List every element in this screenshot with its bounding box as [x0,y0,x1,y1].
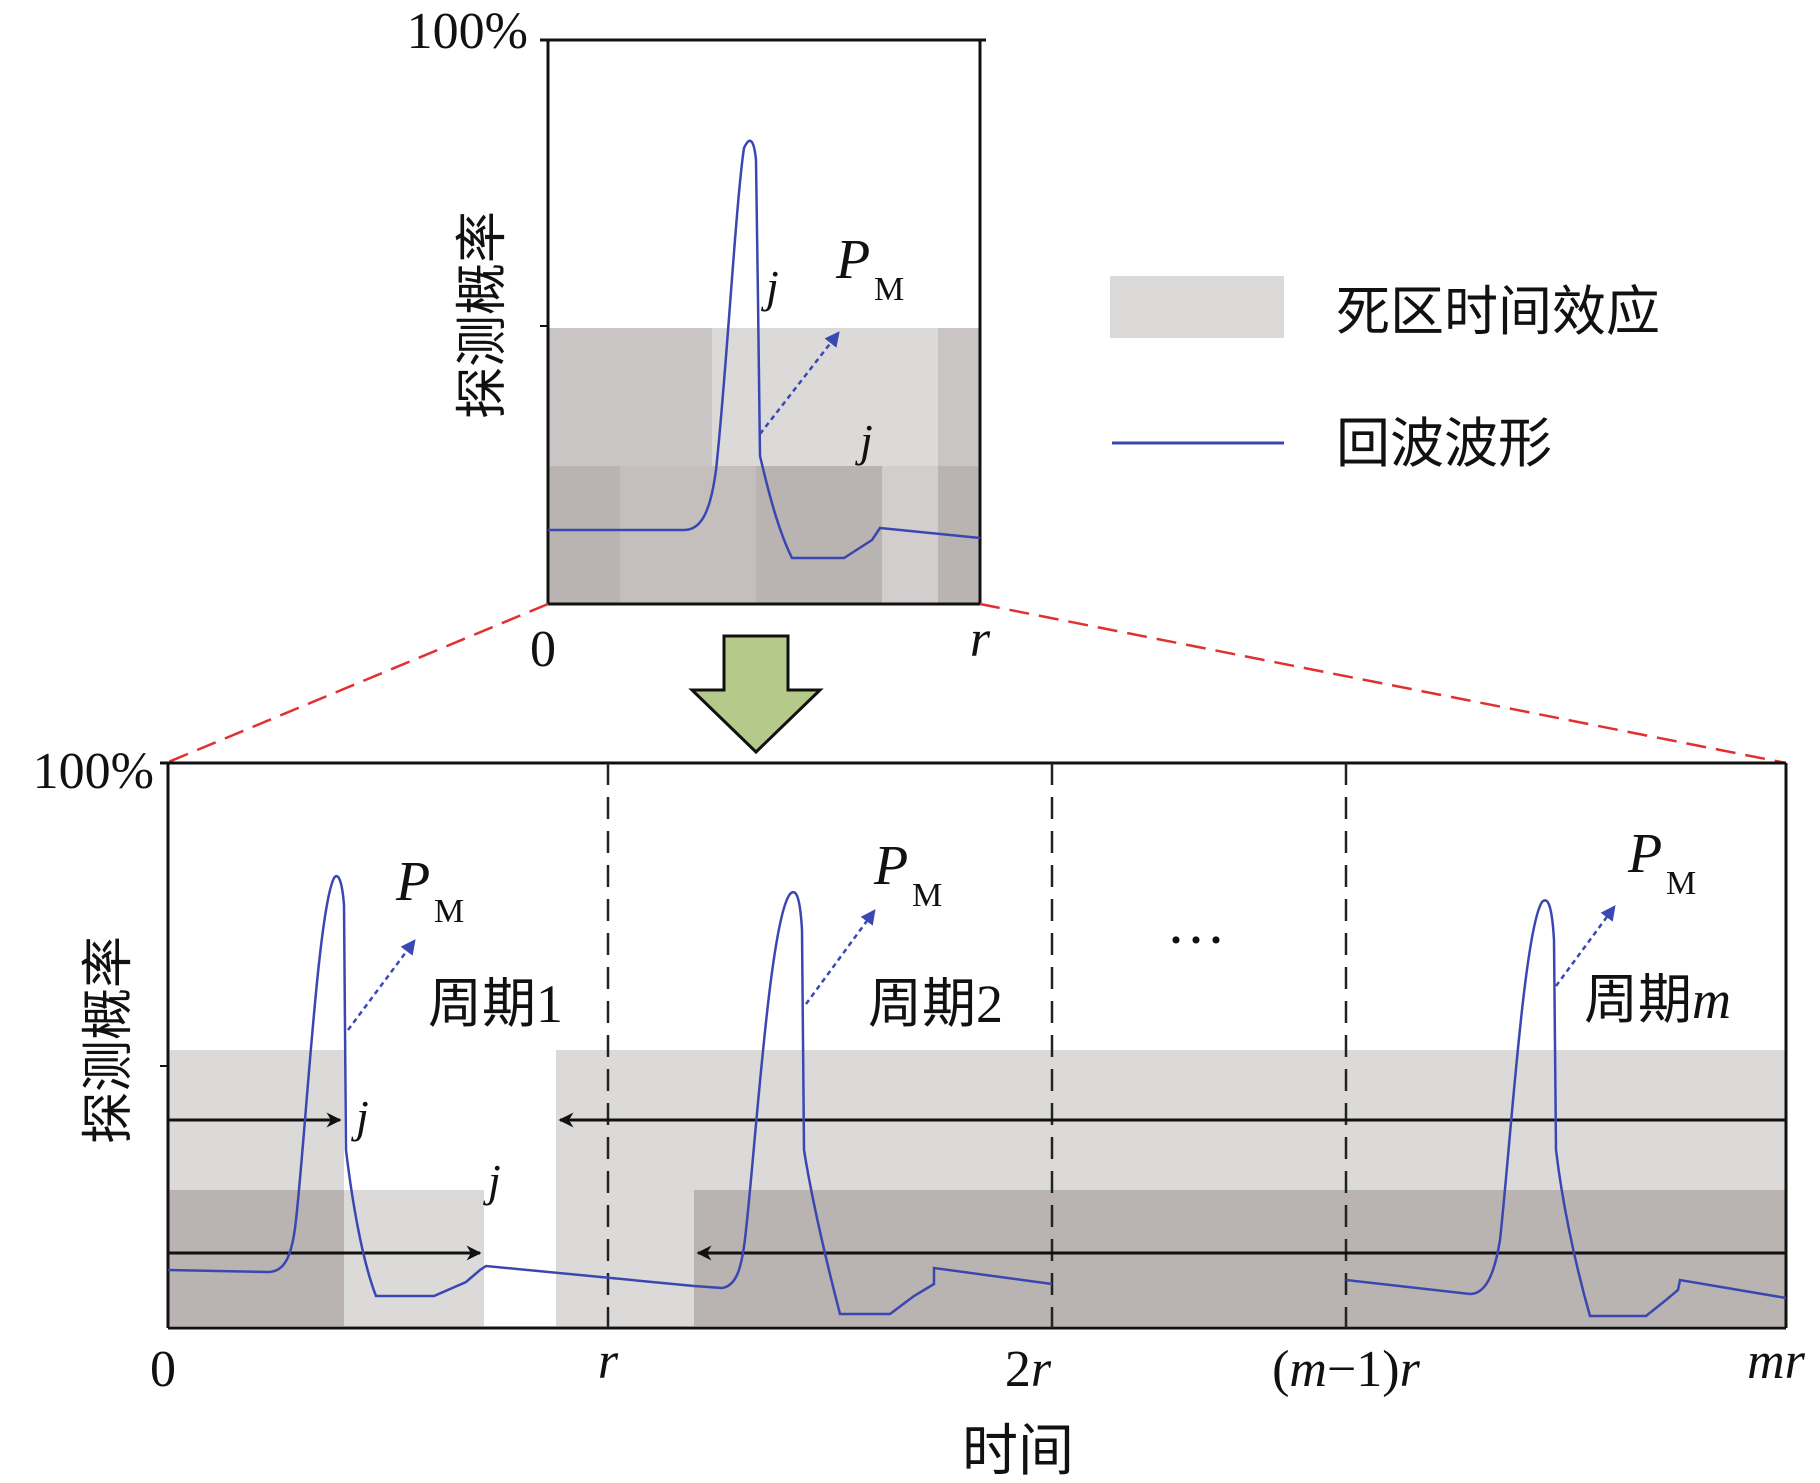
top-j-upper: j [761,261,779,312]
tick-r: r [598,1333,619,1390]
top-pm-subscript: M [874,271,904,308]
tick-2r: 2r [1005,1341,1052,1398]
bottom-pm-subscript-1: M [434,893,464,930]
down-arrow [688,634,824,755]
top-deadzone-lower-mid [620,466,756,604]
bottom-deadzone-lower-left [168,1190,344,1326]
top-chart: j j P M 100% 0 r 探测概率 [407,3,991,678]
bottom-deadzone-lower-mid [344,1190,484,1326]
bottom-x-axis-label: 时间 [962,1421,1074,1483]
bottom-pm-arrow-m [1554,905,1616,987]
zoom-line-left [165,602,549,765]
bottom-waveform-periodm [1345,899,1787,1318]
legend-waveform-label: 回波波形 [1336,414,1552,474]
bottom-chart: P M P M P M 周期1 周期2 周期m ··· j j 100% 探测概… [33,743,1806,1483]
bottom-pm-subscript-2: M [912,877,942,914]
bottom-y-axis-label: 探测概率 [81,936,138,1144]
tick-m-minus-1-r: (m−1)r [1272,1341,1421,1398]
bottom-y-max-label: 100% [33,743,154,800]
top-pm-arrow [759,331,840,435]
period-1-label: 周期1 [428,974,563,1034]
bottom-waveform-period2 [693,891,1053,1316]
tick-mr: mr [1747,1333,1806,1390]
period-m-label: 周期m [1584,970,1731,1030]
period-ellipsis: ··· [1166,907,1226,973]
legend-dead-zone-swatch [1110,276,1284,338]
bottom-pm-label-1: P [395,851,430,913]
top-pm-label: P [835,229,870,291]
bottom-waveform-period1 [167,874,695,1298]
top-x-start-label: 0 [530,621,556,678]
bottom-pm-arrow-2 [804,909,876,1005]
bottom-pm-label-m: P [1627,823,1662,885]
top-y-max-label: 100% [407,3,528,60]
bottom-deadzone-lower-gap-fill [556,1190,694,1326]
bottom-pm-label-2: P [873,835,908,897]
bottom-deadzone-lower-right [694,1190,1786,1326]
bottom-pm-arrow-1 [346,939,416,1031]
top-y-axis-label: 探测概率 [455,211,512,419]
top-deadzone-upper-left [548,328,712,466]
legend-dead-zone-label: 死区时间效应 [1336,282,1660,342]
top-deadzone-lower-right [882,466,938,604]
legend: 死区时间效应 回波波形 [1110,276,1660,474]
period-2-label: 周期2 [868,974,1003,1034]
tick-0: 0 [150,1341,176,1398]
bottom-pm-subscript-m: M [1666,865,1696,902]
top-x-end-label: r [970,611,991,668]
top-j-lower: j [855,415,873,466]
bottom-j-upper: j [351,1091,369,1142]
top-deadzone-upper-right [938,328,980,466]
top-waveform [548,139,981,560]
bottom-j-lower: j [483,1155,501,1206]
zoom-line-right [979,602,1787,765]
